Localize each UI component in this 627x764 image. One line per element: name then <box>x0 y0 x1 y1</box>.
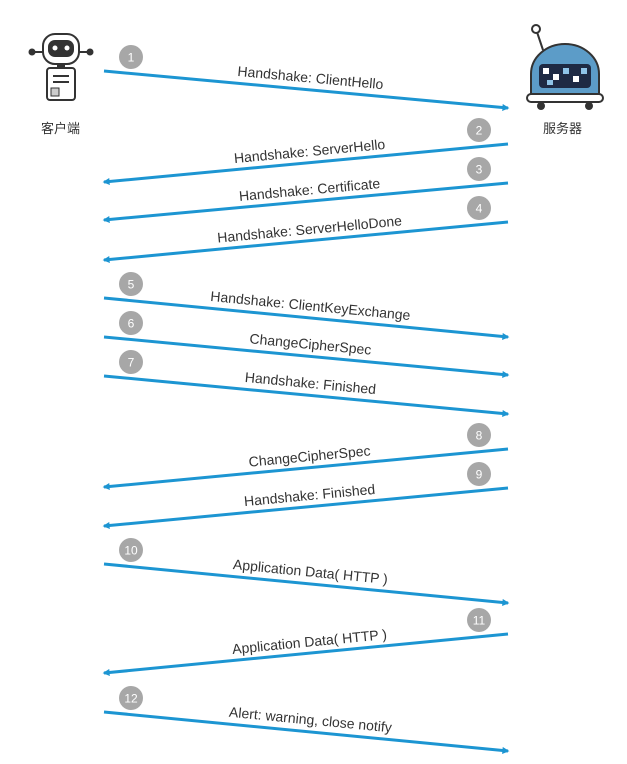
step-badge <box>119 538 143 562</box>
step-number: 9 <box>476 468 483 482</box>
message-arrow <box>103 335 510 378</box>
message-label: Handshake: Certificate <box>238 175 381 204</box>
step-number: 11 <box>473 614 486 628</box>
step-number: 7 <box>128 356 135 370</box>
message-arrow <box>102 181 509 223</box>
server-label: 服务器 <box>543 122 583 137</box>
step-number: 10 <box>124 544 138 558</box>
message-arrow <box>102 220 509 263</box>
step-badge <box>467 196 491 220</box>
step-number: 1 <box>128 51 135 65</box>
client-robot-icon <box>28 33 94 101</box>
step-badge <box>467 423 491 447</box>
step-badge <box>467 118 491 142</box>
message-label: ChangeCipherSpec <box>248 442 371 469</box>
step-badge <box>119 686 143 710</box>
step-badge <box>467 608 491 632</box>
message-label: Application Data( HTTP ) <box>232 556 388 587</box>
step-badge <box>467 157 491 181</box>
message-arrow <box>103 562 510 606</box>
step-number: 4 <box>476 202 483 216</box>
step-number: 3 <box>476 163 483 177</box>
step-number: 5 <box>128 278 135 292</box>
message-arrow <box>103 296 510 340</box>
message-arrow <box>102 486 509 529</box>
client-label: 客户端 <box>41 122 81 137</box>
message-arrow <box>103 710 510 754</box>
step-number: 6 <box>128 317 135 331</box>
message-arrow <box>103 69 510 111</box>
message-label: Handshake: Finished <box>244 369 376 397</box>
step-number: 2 <box>476 124 483 138</box>
step-badge <box>467 462 491 486</box>
step-badge <box>119 311 143 335</box>
step-number: 12 <box>124 692 138 706</box>
server-robot-icon <box>526 24 604 110</box>
message-arrow <box>102 632 509 676</box>
message-arrow <box>102 447 509 490</box>
message-arrow <box>102 142 509 185</box>
message-arrow <box>103 374 510 417</box>
message-label: Handshake: Finished <box>243 481 375 509</box>
step-badge <box>119 350 143 374</box>
step-badge <box>119 272 143 296</box>
step-badge <box>119 45 143 69</box>
message-label: Handshake: ClientHello <box>237 63 384 92</box>
step-number: 8 <box>476 429 483 443</box>
